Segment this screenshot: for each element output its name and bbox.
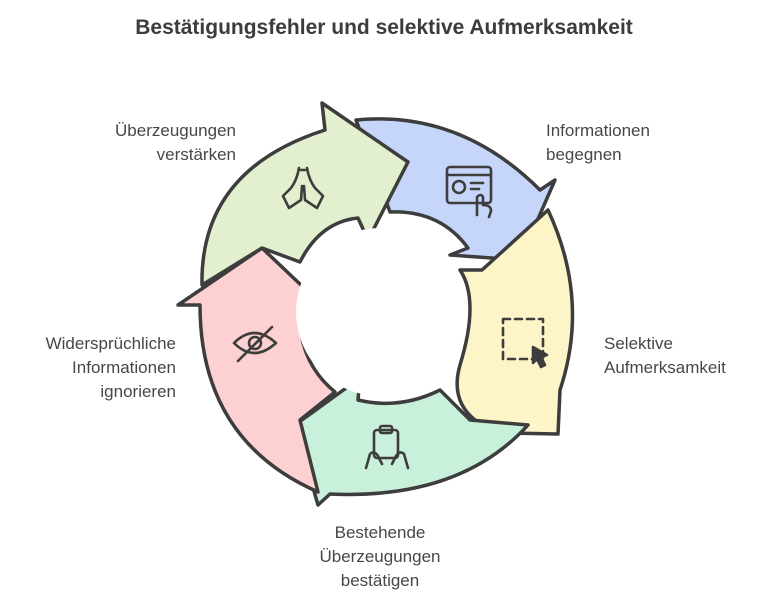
label-bestehende-ueberzeugungen: Bestehende Überzeugungen bestätigen — [319, 523, 441, 590]
segment-bestehende-ueberzeugungen — [293, 376, 530, 507]
eye-crossed-icon — [232, 325, 278, 363]
selection-cursor-icon — [501, 317, 549, 369]
label-widerspruechliche-informationen: Widersprüchliche Informationen ignoriere… — [45, 334, 176, 401]
label-informationen-begegnen: Informationen begegnen — [546, 121, 650, 164]
segment-informationen-begegnen — [354, 117, 557, 262]
diagram-title: Bestätigungsfehler und selektive Aufmerk… — [135, 16, 633, 39]
praying-hands-icon — [281, 166, 325, 210]
segment-widerspruechliche-informationen — [176, 246, 337, 494]
label-ueberzeugungen-verstaerken: Überzeugungen verstärken — [115, 121, 236, 164]
hands-clipboard-icon — [364, 424, 410, 470]
label-selektive-aufmerksamkeit: Selektive Aufmerksamkeit — [604, 334, 726, 377]
browser-click-icon — [445, 165, 493, 219]
segment-selektive-aufmerksamkeit — [453, 208, 575, 436]
